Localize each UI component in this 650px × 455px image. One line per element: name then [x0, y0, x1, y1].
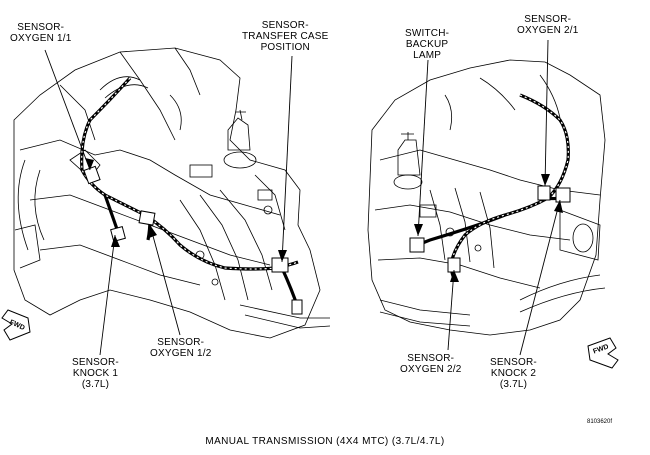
- callout-sensor-knock-2: SENSOR- KNOCK 2 (3.7L): [490, 357, 537, 390]
- right-connectors: [409, 185, 571, 273]
- callout-sensor-oxygen-2-1: SENSOR- OXYGEN 2/1: [517, 14, 579, 36]
- right-engine-outline: [367, 59, 606, 336]
- left-wiring-harness: [80, 76, 300, 309]
- figure-caption: MANUAL TRANSMISSION (4X4 MTC) (3.7L/4.7L…: [205, 436, 445, 447]
- left-engine-outline: [13, 47, 331, 339]
- callout-sensor-oxygen-2-2: SENSOR- OXYGEN 2/2: [400, 353, 462, 375]
- callout-sensor-oxygen-1-2: SENSOR- OXYGEN 1/2: [150, 337, 212, 359]
- fwd-arrow-left-shape: [1, 309, 31, 341]
- callout-switch-backup-lamp: SWITCH- BACKUP LAMP: [405, 28, 450, 61]
- callout-sensor-knock-1: SENSOR- KNOCK 1 (3.7L): [72, 357, 119, 390]
- callout-sensor-oxygen-1-1: SENSOR- OXYGEN 1/1: [10, 22, 72, 44]
- figure-id: 8103620f: [587, 419, 613, 425]
- leader-lines: [44, 39, 561, 356]
- fwd-arrow-right-shape: [587, 337, 619, 369]
- callout-sensor-transfer-case-position: SENSOR- TRANSFER CASE POSITION: [242, 20, 329, 53]
